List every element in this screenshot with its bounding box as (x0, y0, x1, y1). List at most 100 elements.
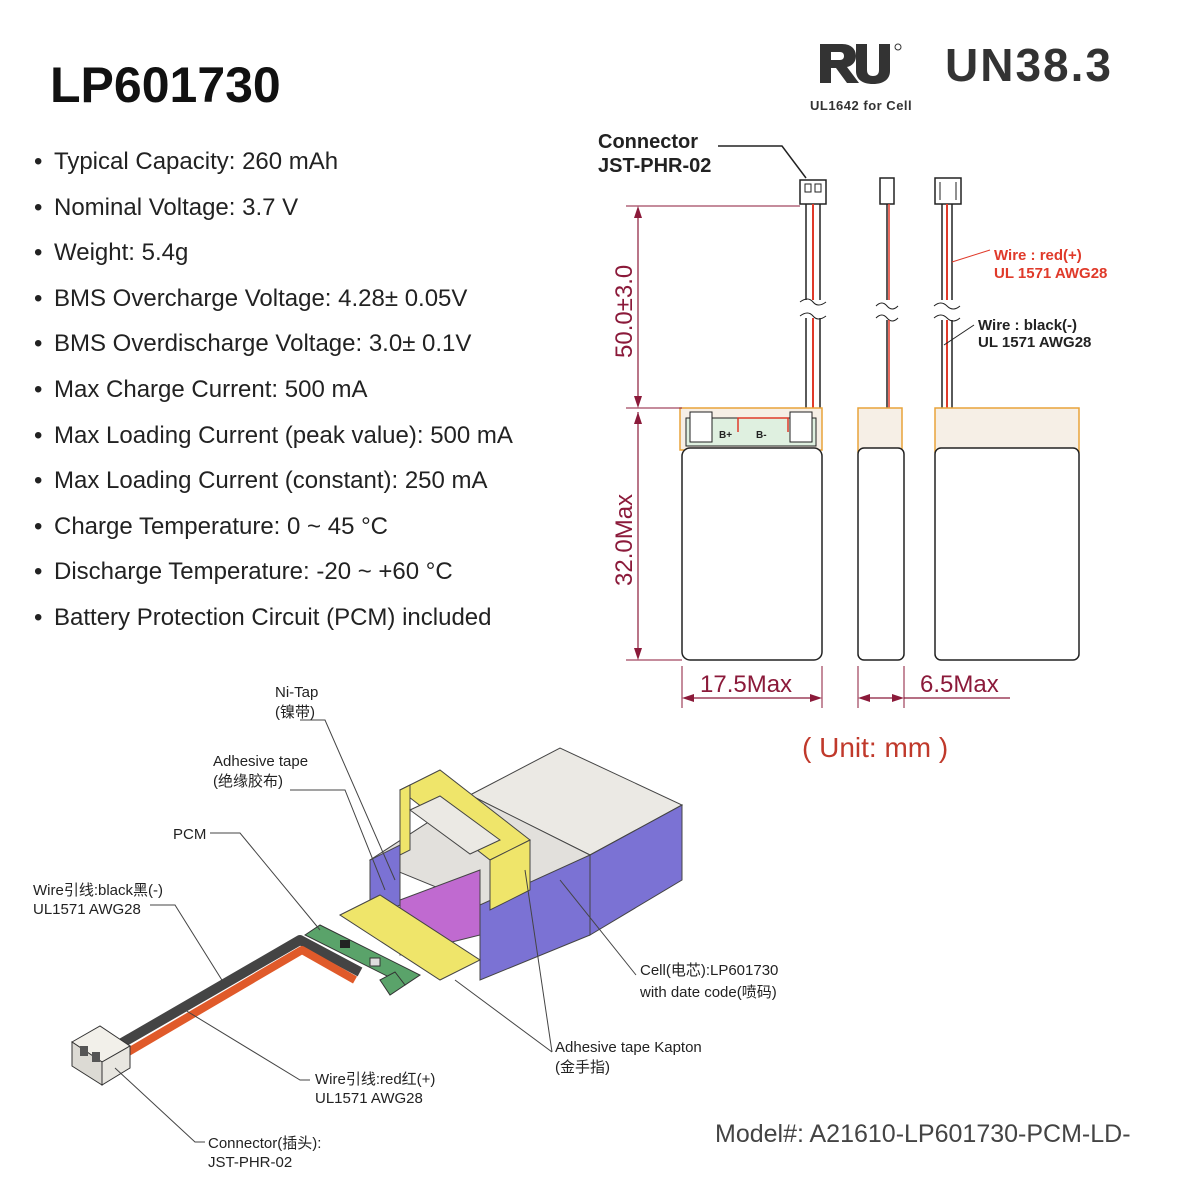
cell-body-back (934, 447, 1080, 661)
spec-list: • Typical Capacity: 260 mAh • Nominal Volt… (34, 142, 513, 644)
bullet-icon: • (34, 193, 43, 221)
wire-black-spec: UL 1571 AWG28 (978, 334, 1091, 351)
pcb-tab-back (934, 407, 1080, 453)
dim-arrow (682, 694, 694, 702)
spec-text: Max Loading Current (constant): 250 mA (54, 467, 488, 495)
connector-housing (799, 179, 827, 205)
dim-arrow (810, 694, 822, 702)
spec-item: • Battery Protection Circuit (PCM) includ… (34, 598, 513, 644)
pcm-board-3d (304, 924, 421, 986)
spec-text: Typical Capacity: 260 mAh (54, 148, 339, 175)
side-view (857, 177, 905, 661)
connector-back (934, 177, 962, 205)
spec-text: BMS Overdischarge Voltage: 3.0± 0.1V (54, 330, 472, 358)
back-view: Wire : red(+) UL 1571 AWG28 Wire : black… (933, 177, 1107, 661)
ul-caption: UL1642 for Cell (810, 98, 913, 113)
spec-text: Max Loading Current (peak value): 500 mA (54, 421, 513, 449)
spec-text: Charge Temperature: 0 ~ 45 °C (54, 512, 389, 540)
break-mark (875, 302, 899, 310)
connector-leader (718, 145, 807, 179)
adhesive-label: Adhesive tape (213, 753, 308, 770)
exploded-labels: Ni-Tap (镍带) Adhesive tape (绝缘胶布) PCM Wir… (33, 684, 778, 1171)
wire-black-leader (943, 324, 975, 346)
leaders (114, 719, 637, 1143)
connector-pin-3d (92, 1052, 100, 1062)
spec-text: Nominal Voltage: 3.7 V (54, 193, 299, 221)
dim-lead-label: 50.0±3.0 (611, 265, 638, 358)
kapton-label-cn: (金手指) (555, 1059, 610, 1076)
connector-pin (804, 183, 812, 193)
cell-body-front (681, 447, 823, 661)
tape-right (489, 839, 531, 911)
wire-red-spec: UL 1571 AWG28 (994, 265, 1107, 282)
bullet-icon: • (34, 467, 43, 495)
connector-leader-3d (114, 1067, 205, 1143)
ul-recognized-icon (820, 43, 902, 84)
spec-item: • BMS Overdischarge Voltage: 3.0± 0.1V (34, 324, 513, 370)
spec-item: • Max Loading Current (constant): 250 mA (34, 461, 513, 507)
spec-item: • Max Loading Current (peak value): 500 m… (34, 416, 513, 462)
wire-red-leader-3d (184, 1009, 310, 1081)
dim-arrow (892, 694, 904, 702)
connector-pin-3d (80, 1046, 88, 1056)
dim-arrow (634, 648, 642, 660)
pcm-tab (379, 971, 406, 996)
connector-model-3d: JST-PHR-02 (208, 1154, 292, 1171)
spec-item: • Weight: 5.4g (34, 233, 513, 279)
front-view: B+ B- (679, 179, 827, 661)
spec-text: Discharge Temperature: -20 ~ +60 °C (54, 558, 453, 586)
spec-text: Weight: 5.4g (54, 239, 189, 267)
kapton-label: Adhesive tape Kapton (555, 1039, 702, 1056)
spec-item: • Max Charge Current: 500 mA (34, 370, 513, 416)
pcm-leader (210, 832, 321, 931)
tape-left (399, 784, 411, 856)
wire-black-leader-3d (150, 904, 226, 986)
pcm-component (340, 940, 350, 948)
wire-black-label-3d: Wire引线:black黑(-) (33, 882, 163, 899)
wire-red-3d (115, 946, 357, 1062)
bullet-icon: • (34, 421, 43, 449)
ni-tap-leader (300, 719, 396, 881)
bullet-icon: • (34, 239, 43, 267)
break-mark (933, 302, 961, 310)
spec-text: BMS Overcharge Voltage: 4.28± 0.05V (54, 284, 468, 312)
connector-label-3d: Connector(插头): (208, 1135, 321, 1152)
connector-side (101, 1045, 131, 1086)
ni-tap-label-cn: (镍带) (275, 703, 315, 721)
product-title: LP601730 (50, 57, 281, 113)
pcb-b-minus: B- (756, 430, 767, 441)
spec-text: Battery Protection Circuit (PCM) include… (54, 603, 492, 631)
spec-text: Max Charge Current: 500 mA (54, 375, 368, 403)
bullet-icon: • (34, 558, 43, 586)
bullet-icon: • (34, 148, 43, 175)
connector-3d (71, 1025, 131, 1086)
tape-bottom (338, 894, 482, 981)
unit-label: ( Unit: mm ) (802, 732, 949, 763)
kapton-wrap (338, 769, 531, 981)
pcb-trace (737, 417, 789, 432)
wire-black-label: Wire : black(-) (978, 317, 1077, 334)
connector-pin (814, 183, 822, 193)
bullet-icon: • (34, 512, 43, 540)
connector-label: Connector (598, 131, 698, 153)
cell-label: Cell(电芯):LP601730 (640, 962, 778, 979)
bullet-icon: • (34, 603, 43, 631)
cell-body-side (857, 447, 905, 661)
wire-red-label: Wire : red(+) (994, 247, 1082, 264)
bullet-icon: • (34, 330, 43, 358)
bullet-icon: • (34, 375, 43, 403)
spec-item: • Typical Capacity: 260 mAh (34, 142, 513, 188)
wire-red-leader (951, 249, 991, 263)
wire-black-spec-3d: UL1571 AWG28 (33, 901, 141, 918)
dim-arrow (634, 206, 642, 218)
dim-arrow (858, 694, 870, 702)
dim-arrow (634, 396, 642, 408)
wire-red-label-3d: Wire引线:red红(+) (315, 1071, 435, 1088)
pcm-3d (304, 924, 421, 996)
pcm-label: PCM (173, 826, 206, 843)
adhesive-label-cn: (绝缘胶布) (213, 773, 283, 790)
nickel-tab-right (789, 411, 813, 443)
